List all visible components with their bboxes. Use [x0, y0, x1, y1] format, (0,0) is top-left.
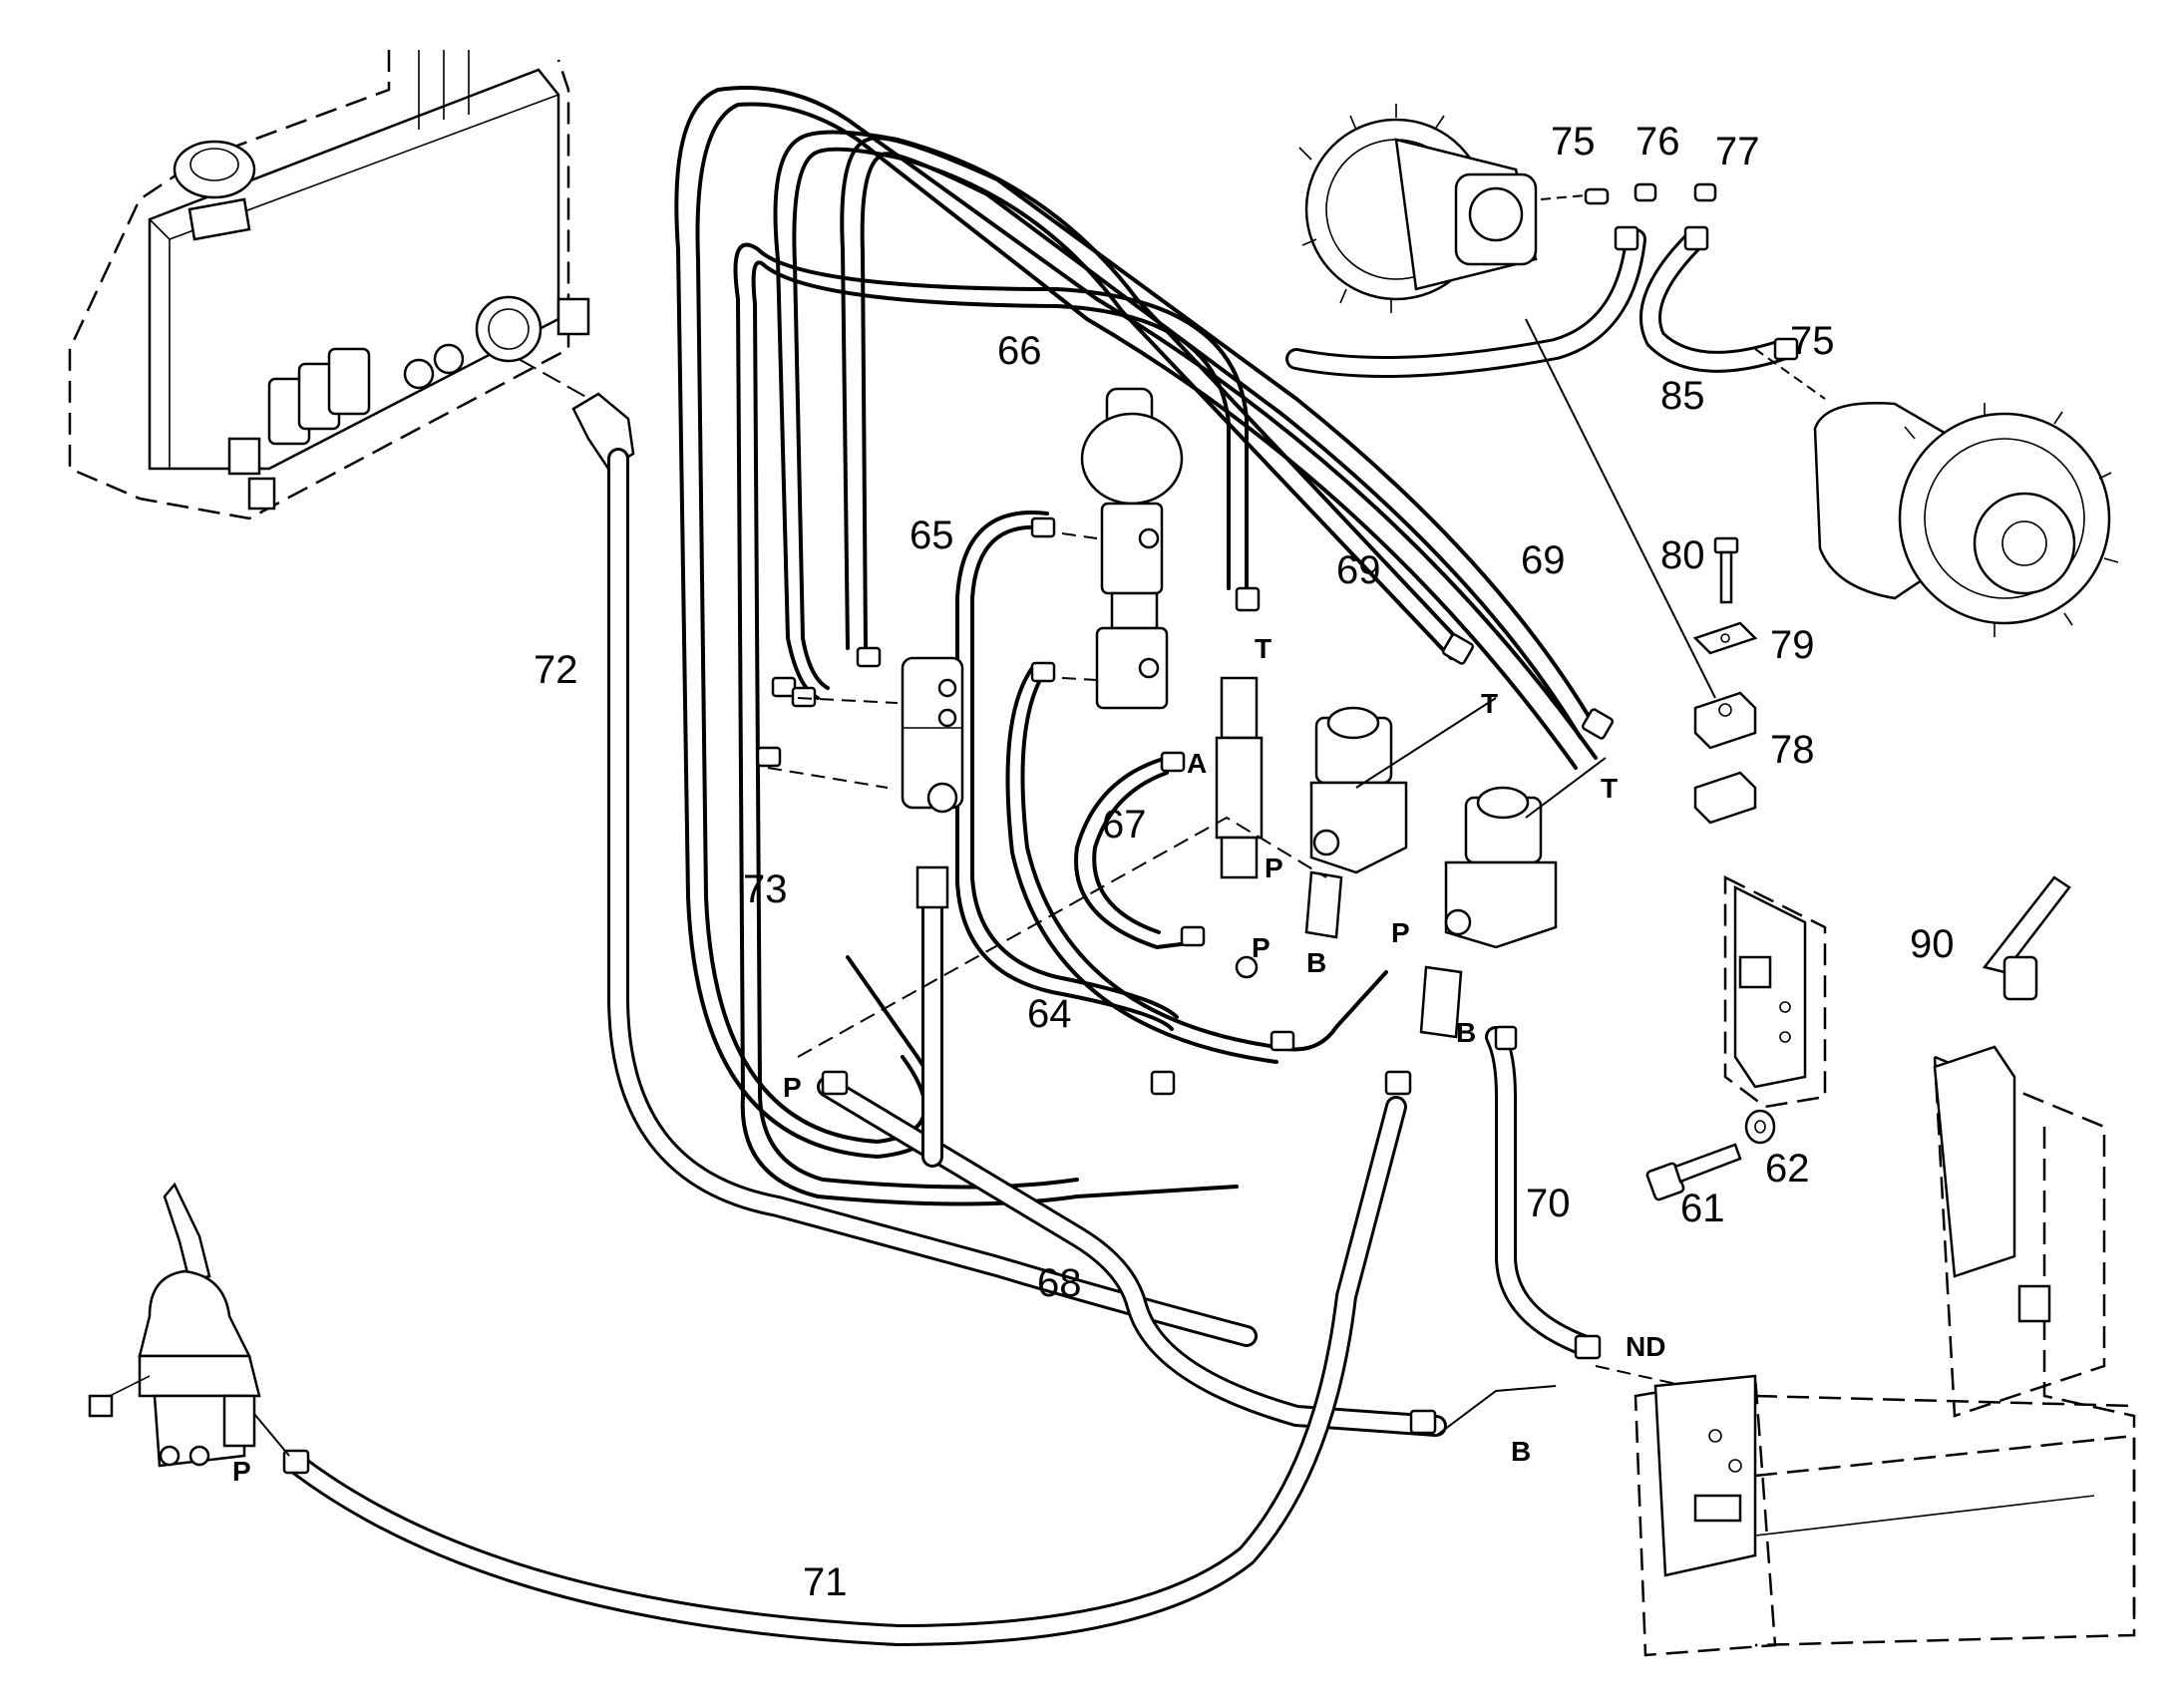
chassis-frame: [1754, 1045, 2136, 1647]
hose-85: [1639, 228, 1796, 373]
callout-labels: 61 62 64 65 66 67 68 69 69 70 71 72 73 7…: [534, 120, 1955, 1604]
drive-motor-upper: [1298, 104, 1538, 313]
callout-65: 65: [909, 513, 954, 557]
hose-71: [288, 1096, 1407, 1646]
hose-67: [1074, 756, 1199, 949]
clamp-plate-79: [1692, 621, 1758, 655]
hose-motor-upper: [1285, 228, 1646, 378]
clamp-bolt-80: [1713, 536, 1739, 604]
hose-73: [674, 86, 1598, 1159]
transmission-housing: [68, 50, 590, 520]
port-A: A: [1187, 748, 1207, 779]
callout-69a: 69: [1336, 548, 1381, 592]
callout-62: 62: [1765, 1147, 1810, 1191]
callout-69b: 69: [1521, 538, 1566, 582]
assembly-leader-lines: [238, 193, 1826, 1457]
port-B-1: B: [1306, 947, 1326, 978]
solenoid-valve-left: [1304, 706, 1408, 939]
callout-72: 72: [534, 648, 578, 692]
hose-66: [733, 242, 1249, 1206]
callout-77: 77: [1715, 130, 1760, 173]
hose-65: [955, 511, 1179, 1031]
port-B-2: B: [1456, 1017, 1476, 1048]
motor-fittings: [1584, 182, 1717, 205]
hose-68: [817, 1076, 1447, 1437]
hose-69-left: [773, 130, 1468, 700]
shuttle-valve-block: [901, 656, 964, 909]
port-P-3: P: [1391, 917, 1410, 948]
port-T-1: T: [1255, 633, 1272, 664]
callout-75a: 75: [1551, 120, 1596, 164]
port-ND: ND: [1626, 1331, 1665, 1362]
callout-61: 61: [1680, 1187, 1725, 1230]
callout-90: 90: [1910, 922, 1955, 966]
callout-66: 66: [997, 329, 1042, 373]
port-P-5: P: [232, 1456, 251, 1487]
callout-64: 64: [1027, 992, 1072, 1036]
port-P-4: P: [783, 1072, 802, 1103]
port-B-3: B: [1511, 1436, 1531, 1467]
callout-79: 79: [1770, 623, 1815, 667]
solenoid-valve-right: [1419, 786, 1558, 1039]
hose-69-right: [840, 136, 1598, 740]
mounting-bracket: [1723, 874, 1827, 1109]
drive-motor-lower: [1813, 402, 2119, 637]
callout-85: 85: [1660, 374, 1705, 418]
bolt-61: [1645, 1143, 1742, 1201]
accumulator: [1080, 387, 1184, 710]
callout-68: 68: [1037, 1261, 1082, 1305]
port-P-1: P: [1265, 853, 1283, 883]
port-P-2: P: [1252, 932, 1271, 963]
callout-67: 67: [1102, 803, 1147, 847]
hose-fittings: [282, 225, 1799, 1475]
washer-62: [1744, 1109, 1776, 1145]
callout-78: 78: [1770, 728, 1815, 772]
flow-valve-stack: [1215, 676, 1264, 979]
control-block: [1634, 1374, 1777, 1657]
callout-71: 71: [803, 1560, 848, 1604]
clamp-half-78: [1693, 691, 1757, 825]
joystick-control: [88, 1182, 261, 1468]
callout-76: 76: [1635, 120, 1680, 164]
callout-75b: 75: [1790, 319, 1835, 363]
callout-73: 73: [743, 867, 788, 911]
callout-70: 70: [1526, 1182, 1571, 1225]
callout-80: 80: [1660, 533, 1705, 577]
port-labels: T T T A P P P P P B B B ND: [232, 633, 1665, 1487]
port-T-3: T: [1601, 773, 1618, 804]
port-T-2: T: [1481, 688, 1498, 719]
hose-72: [607, 448, 1258, 1347]
sensor-bracket-90: [1982, 875, 2071, 1001]
hose-64: [1005, 666, 1388, 1064]
hose-70: [1485, 1026, 1597, 1357]
